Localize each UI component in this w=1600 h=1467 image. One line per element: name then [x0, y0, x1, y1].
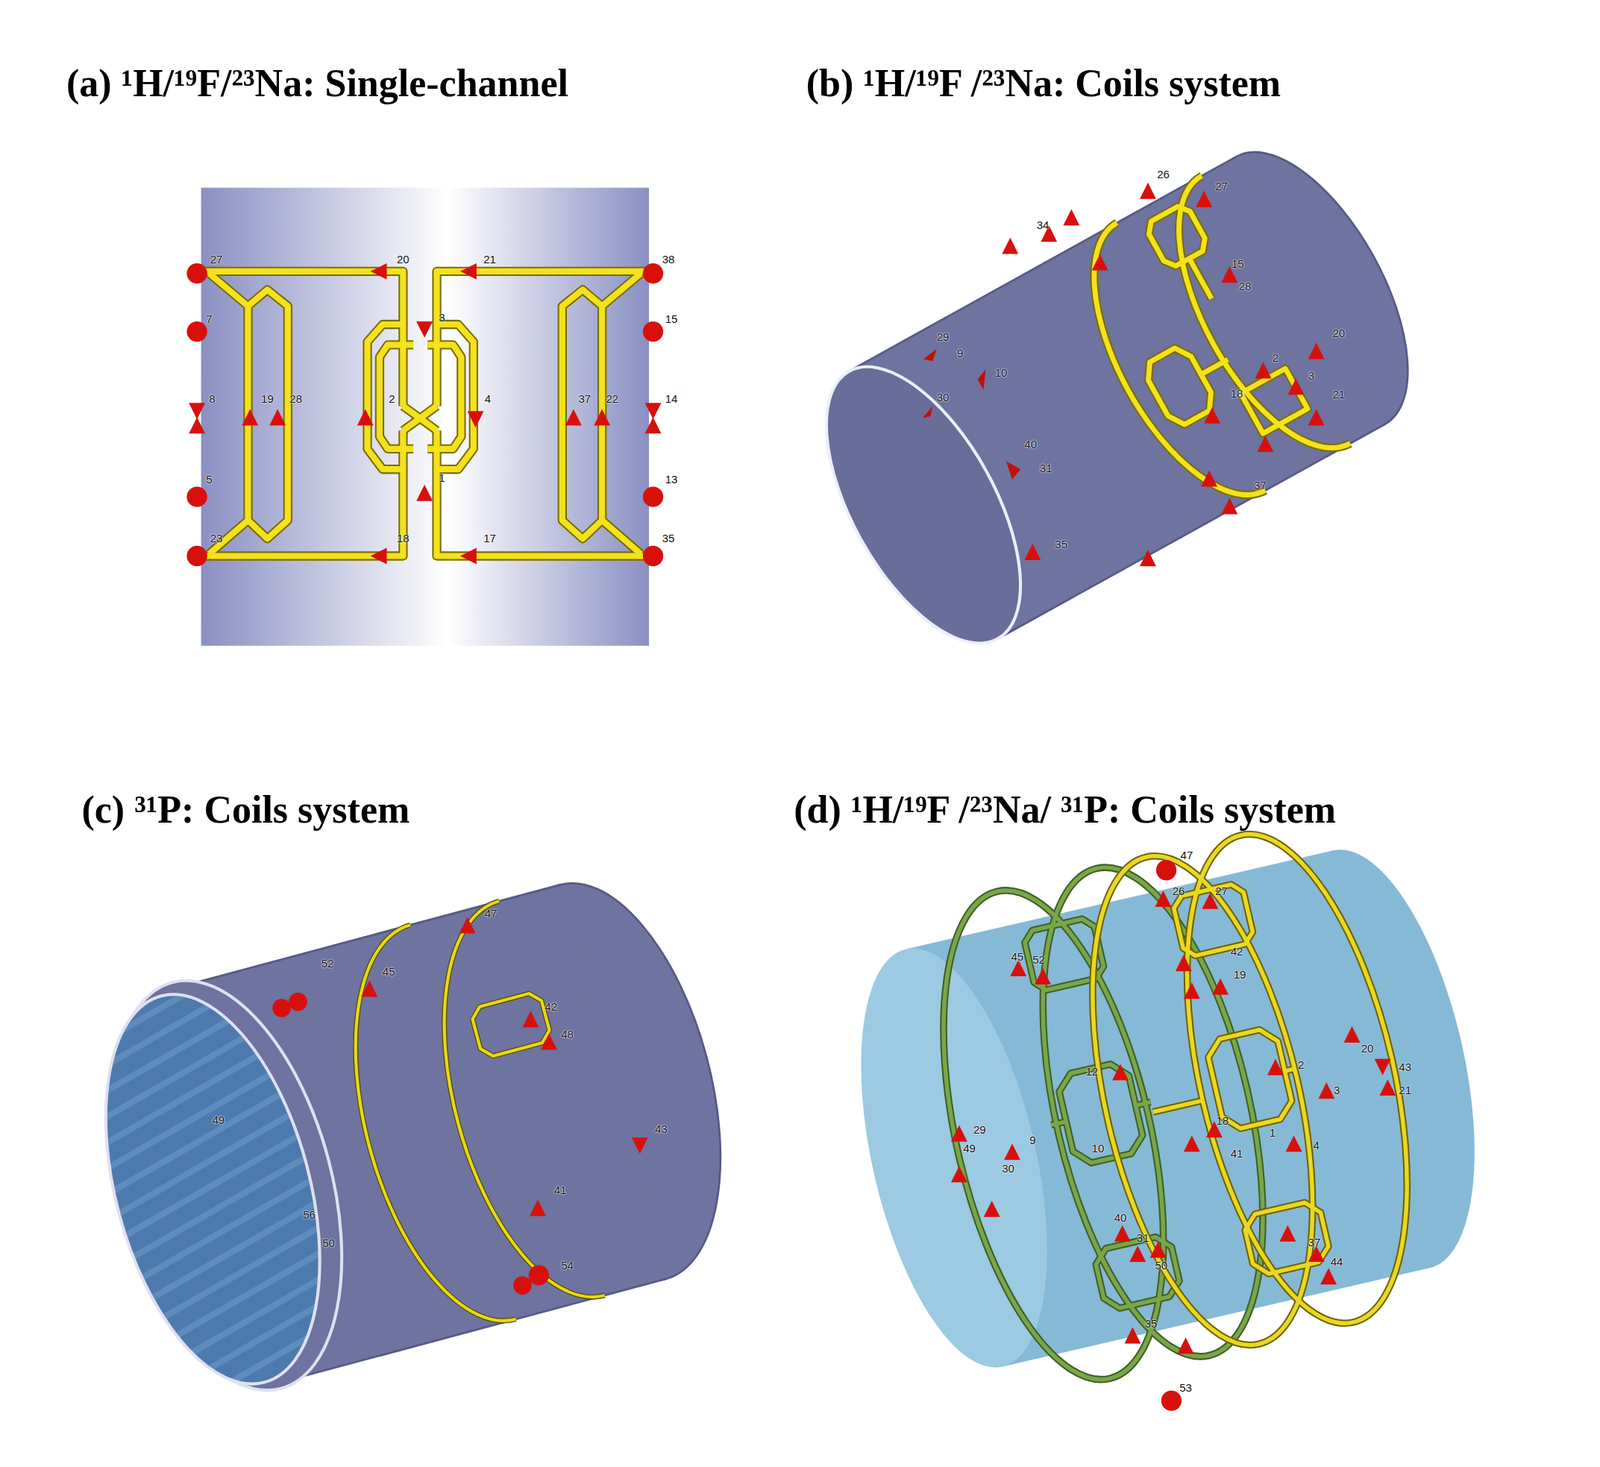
callout-number: 21	[483, 253, 497, 265]
callout-number: 4	[1313, 1139, 1320, 1151]
callout-number: 35	[662, 531, 676, 544]
callout-number: 19	[261, 392, 274, 404]
callout-number: 3	[1308, 369, 1315, 382]
panel-d-drawing	[818, 797, 1518, 1421]
callout-number: 34	[1036, 218, 1050, 230]
callout-number: 31	[1039, 461, 1053, 473]
callout-number: 2	[1272, 351, 1279, 363]
callout-number: 38	[662, 253, 676, 265]
callout-number: 48	[560, 1027, 574, 1040]
callout-number: 27	[1215, 885, 1228, 897]
panel-c-drawing	[64, 854, 761, 1418]
callout-number: 40	[1024, 438, 1037, 450]
callout-number: 28	[289, 392, 303, 404]
callout-number: 35	[1144, 1318, 1158, 1330]
panel-title: (a) ¹H/¹⁹F/²³Na: Single-channel	[66, 61, 569, 106]
callout-number: 49	[211, 1113, 225, 1125]
callout-number: 52	[321, 957, 335, 969]
callout-number: 4	[484, 392, 491, 404]
callout-number: 28	[1238, 280, 1252, 292]
callout-number: 2	[388, 392, 395, 404]
panel-b-drawing	[786, 121, 1448, 674]
callout-number: 15	[1231, 257, 1245, 269]
callout-number: 12	[1085, 1065, 1098, 1078]
callout-number: 49	[962, 1142, 976, 1154]
callout-number: 35	[1054, 538, 1068, 550]
callout-number: 43	[654, 1122, 668, 1134]
callout-number: 21	[1398, 1084, 1412, 1096]
callout-number: 20	[1361, 1042, 1374, 1054]
callout-number: 37	[1253, 478, 1267, 491]
callout-number: 50	[322, 1237, 335, 1249]
callout-number: 27	[1215, 179, 1228, 191]
callout-number: 47	[484, 907, 498, 919]
callout-number: 14	[665, 392, 679, 404]
callout-number: 40	[1114, 1212, 1128, 1224]
callout-number: 37	[578, 392, 592, 404]
callout-number: 42	[1230, 945, 1244, 957]
callout-number: 47	[1180, 849, 1194, 861]
callout-number: 8	[208, 392, 215, 404]
callout-number: 52	[1032, 953, 1046, 965]
callout-number: 29	[973, 1124, 987, 1136]
callout-number: 19	[1233, 968, 1247, 981]
callout-number: 54	[560, 1259, 574, 1272]
callout-number: 1	[1269, 1127, 1276, 1139]
callout-number: 22	[605, 392, 619, 404]
callout-number: 27	[210, 253, 224, 265]
panel-a-drawing	[186, 187, 664, 646]
callout-number: 31	[1136, 1232, 1150, 1244]
callout-number: 26	[1156, 167, 1170, 180]
callout-number: 18	[1216, 1115, 1230, 1127]
callout-number: 13	[665, 472, 679, 485]
callout-number: 26	[1172, 885, 1186, 897]
callout-number: 18	[396, 531, 410, 544]
callout-number: 45	[382, 965, 396, 978]
panel-title: (d) ¹H/¹⁹F /²³Na/ ³¹P: Coils system	[793, 787, 1336, 833]
callout-number: 21	[1332, 388, 1345, 400]
callout-number: 15	[665, 312, 679, 324]
callout-number: 1	[438, 472, 445, 484]
callout-number: 45	[1011, 950, 1025, 962]
callout-number: 9	[957, 347, 963, 359]
callout-number: 18	[1230, 387, 1244, 399]
panel-title: (c) ³¹P: Coils system	[81, 787, 410, 833]
panel-title: (b) ¹H/¹⁹F /²³Na: Coils system	[806, 61, 1281, 106]
callout-number: 42	[544, 1000, 558, 1012]
callout-number: 10	[1092, 1142, 1105, 1154]
callout-number: 29	[936, 331, 950, 343]
callout-number: 2	[1297, 1058, 1304, 1070]
callout-number: 56	[302, 1208, 316, 1220]
callout-number: 44	[1330, 1255, 1344, 1267]
callout-number: 3	[438, 311, 445, 323]
callout-number: 50	[1154, 1259, 1168, 1272]
callout-number: 41	[554, 1184, 567, 1196]
callout-number: 23	[210, 531, 224, 544]
callout-number: 7	[205, 312, 212, 324]
callout-number: 10	[995, 366, 1008, 379]
callout-number: 37	[1308, 1235, 1322, 1248]
callout-number: 43	[1398, 1060, 1412, 1072]
callout-number: 20	[1332, 326, 1345, 338]
callout-number: 3	[1333, 1084, 1340, 1096]
callout-number: 30	[936, 391, 950, 403]
callout-number: 41	[1230, 1147, 1244, 1159]
callout-number: 9	[1029, 1134, 1036, 1146]
callout-number: 5	[205, 472, 212, 485]
callout-number: 30	[1001, 1162, 1015, 1175]
callout-number: 20	[396, 253, 410, 265]
callout-number: 17	[483, 531, 497, 544]
callout-number: 53	[1179, 1382, 1192, 1394]
